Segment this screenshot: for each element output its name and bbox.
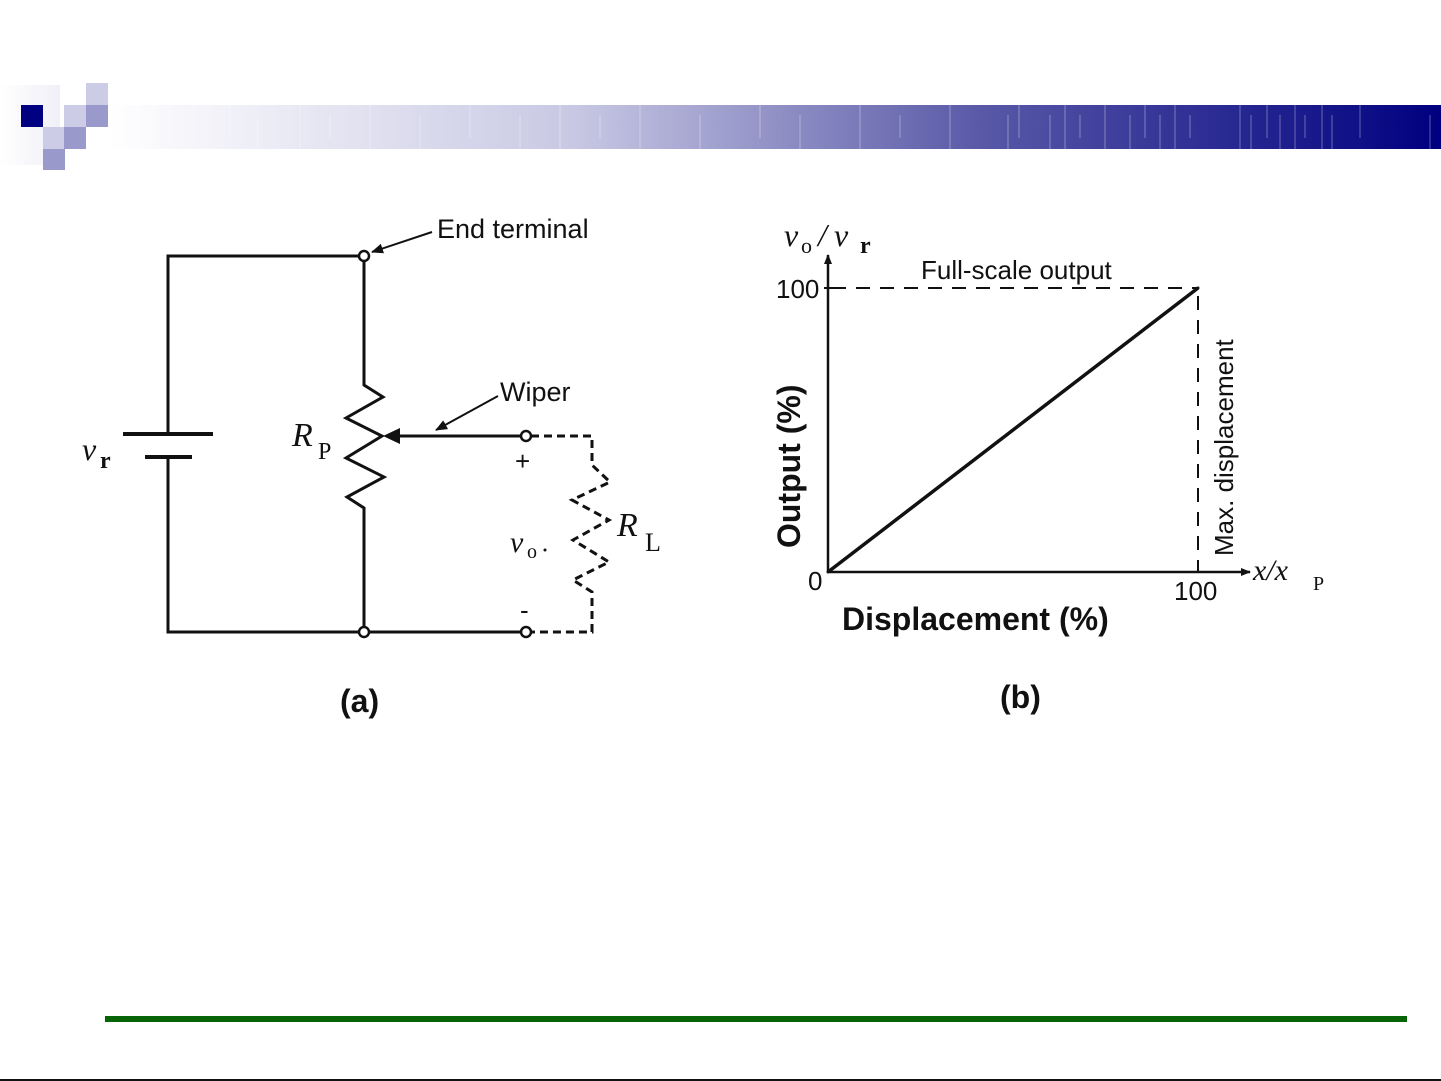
- output-voltage-label: v o: [510, 526, 547, 563]
- data-point: [1196, 286, 1200, 290]
- svg-text:R: R: [291, 417, 313, 454]
- header-banner: [0, 83, 1441, 170]
- svg-text:v: v: [82, 431, 97, 467]
- output-terminal-minus: [519, 625, 533, 639]
- load-resistance-label: R L: [616, 507, 661, 557]
- svg-text:R: R: [616, 507, 638, 544]
- y-tick-label-100: 100: [776, 274, 819, 304]
- banner-stripes: [229, 105, 1431, 149]
- logo-square-dark: [21, 105, 43, 127]
- logo-square-mid-1: [86, 105, 108, 127]
- logo-square-light-3: [43, 127, 65, 149]
- pot-resistance-label: R P: [291, 417, 331, 465]
- svg-text:r: r: [860, 233, 871, 259]
- svg-text:v: v: [510, 526, 524, 559]
- svg-text:r: r: [100, 448, 111, 474]
- end-terminal-arrow: [371, 231, 433, 254]
- origin-label: 0: [808, 566, 822, 596]
- y-axis-label: Output (%): [771, 385, 807, 549]
- caption-b: (b): [1000, 679, 1041, 715]
- output-terminal-plus: [519, 429, 533, 443]
- series-line-output: [826, 286, 1200, 574]
- svg-text:P: P: [318, 439, 331, 465]
- x-axis-label: Displacement (%): [842, 601, 1109, 637]
- svg-text:o: o: [527, 541, 537, 563]
- plus-sign: +: [515, 446, 530, 476]
- source-voltage-label: v r: [82, 431, 111, 474]
- slide-frame-edge: [0, 1079, 1441, 1081]
- data-point: [826, 570, 830, 574]
- y-axis-symbol: v o / v r: [784, 217, 871, 259]
- output-graph: [824, 254, 1251, 576]
- logo-square-light-2: [64, 105, 86, 127]
- logo-square-light-1: [86, 83, 108, 105]
- svg-text:v: v: [834, 217, 849, 253]
- svg-text:v: v: [784, 217, 799, 253]
- wiper-label: Wiper: [500, 377, 571, 407]
- wiper-arrow: [435, 395, 499, 431]
- svg-text:L: L: [645, 528, 661, 557]
- svg-text:o: o: [801, 233, 812, 258]
- wire-top: [166, 254, 360, 434]
- bottom-rule: [105, 1016, 1407, 1022]
- output-dot: [543, 548, 547, 552]
- logo-square-mid-2: [64, 127, 86, 149]
- wiper-arrowhead: [383, 428, 400, 444]
- logo-square-mid-3: [43, 149, 65, 170]
- svg-text:P: P: [1313, 573, 1324, 595]
- caption-a: (a): [340, 683, 379, 719]
- minus-sign: -: [520, 595, 529, 625]
- banner-gradient-bar: [108, 105, 1441, 149]
- load-resistor-dashed: [531, 434, 613, 634]
- wire-bottom-left: [166, 457, 360, 634]
- max-displacement-label: Max. displacement: [1209, 338, 1239, 556]
- bottom-node: [357, 625, 371, 639]
- x-tick-label-100: 100: [1174, 576, 1217, 606]
- svg-text:/: /: [816, 217, 830, 253]
- circuit-diagram: [123, 231, 613, 639]
- full-scale-label: Full-scale output: [921, 255, 1113, 285]
- potentiometer-resistor: [342, 260, 388, 628]
- end-terminal-label: End terminal: [437, 214, 589, 244]
- end-terminal-node: [357, 249, 371, 263]
- x-axis-symbol: x/x P: [1252, 554, 1324, 595]
- svg-text:x/x: x/x: [1252, 554, 1289, 587]
